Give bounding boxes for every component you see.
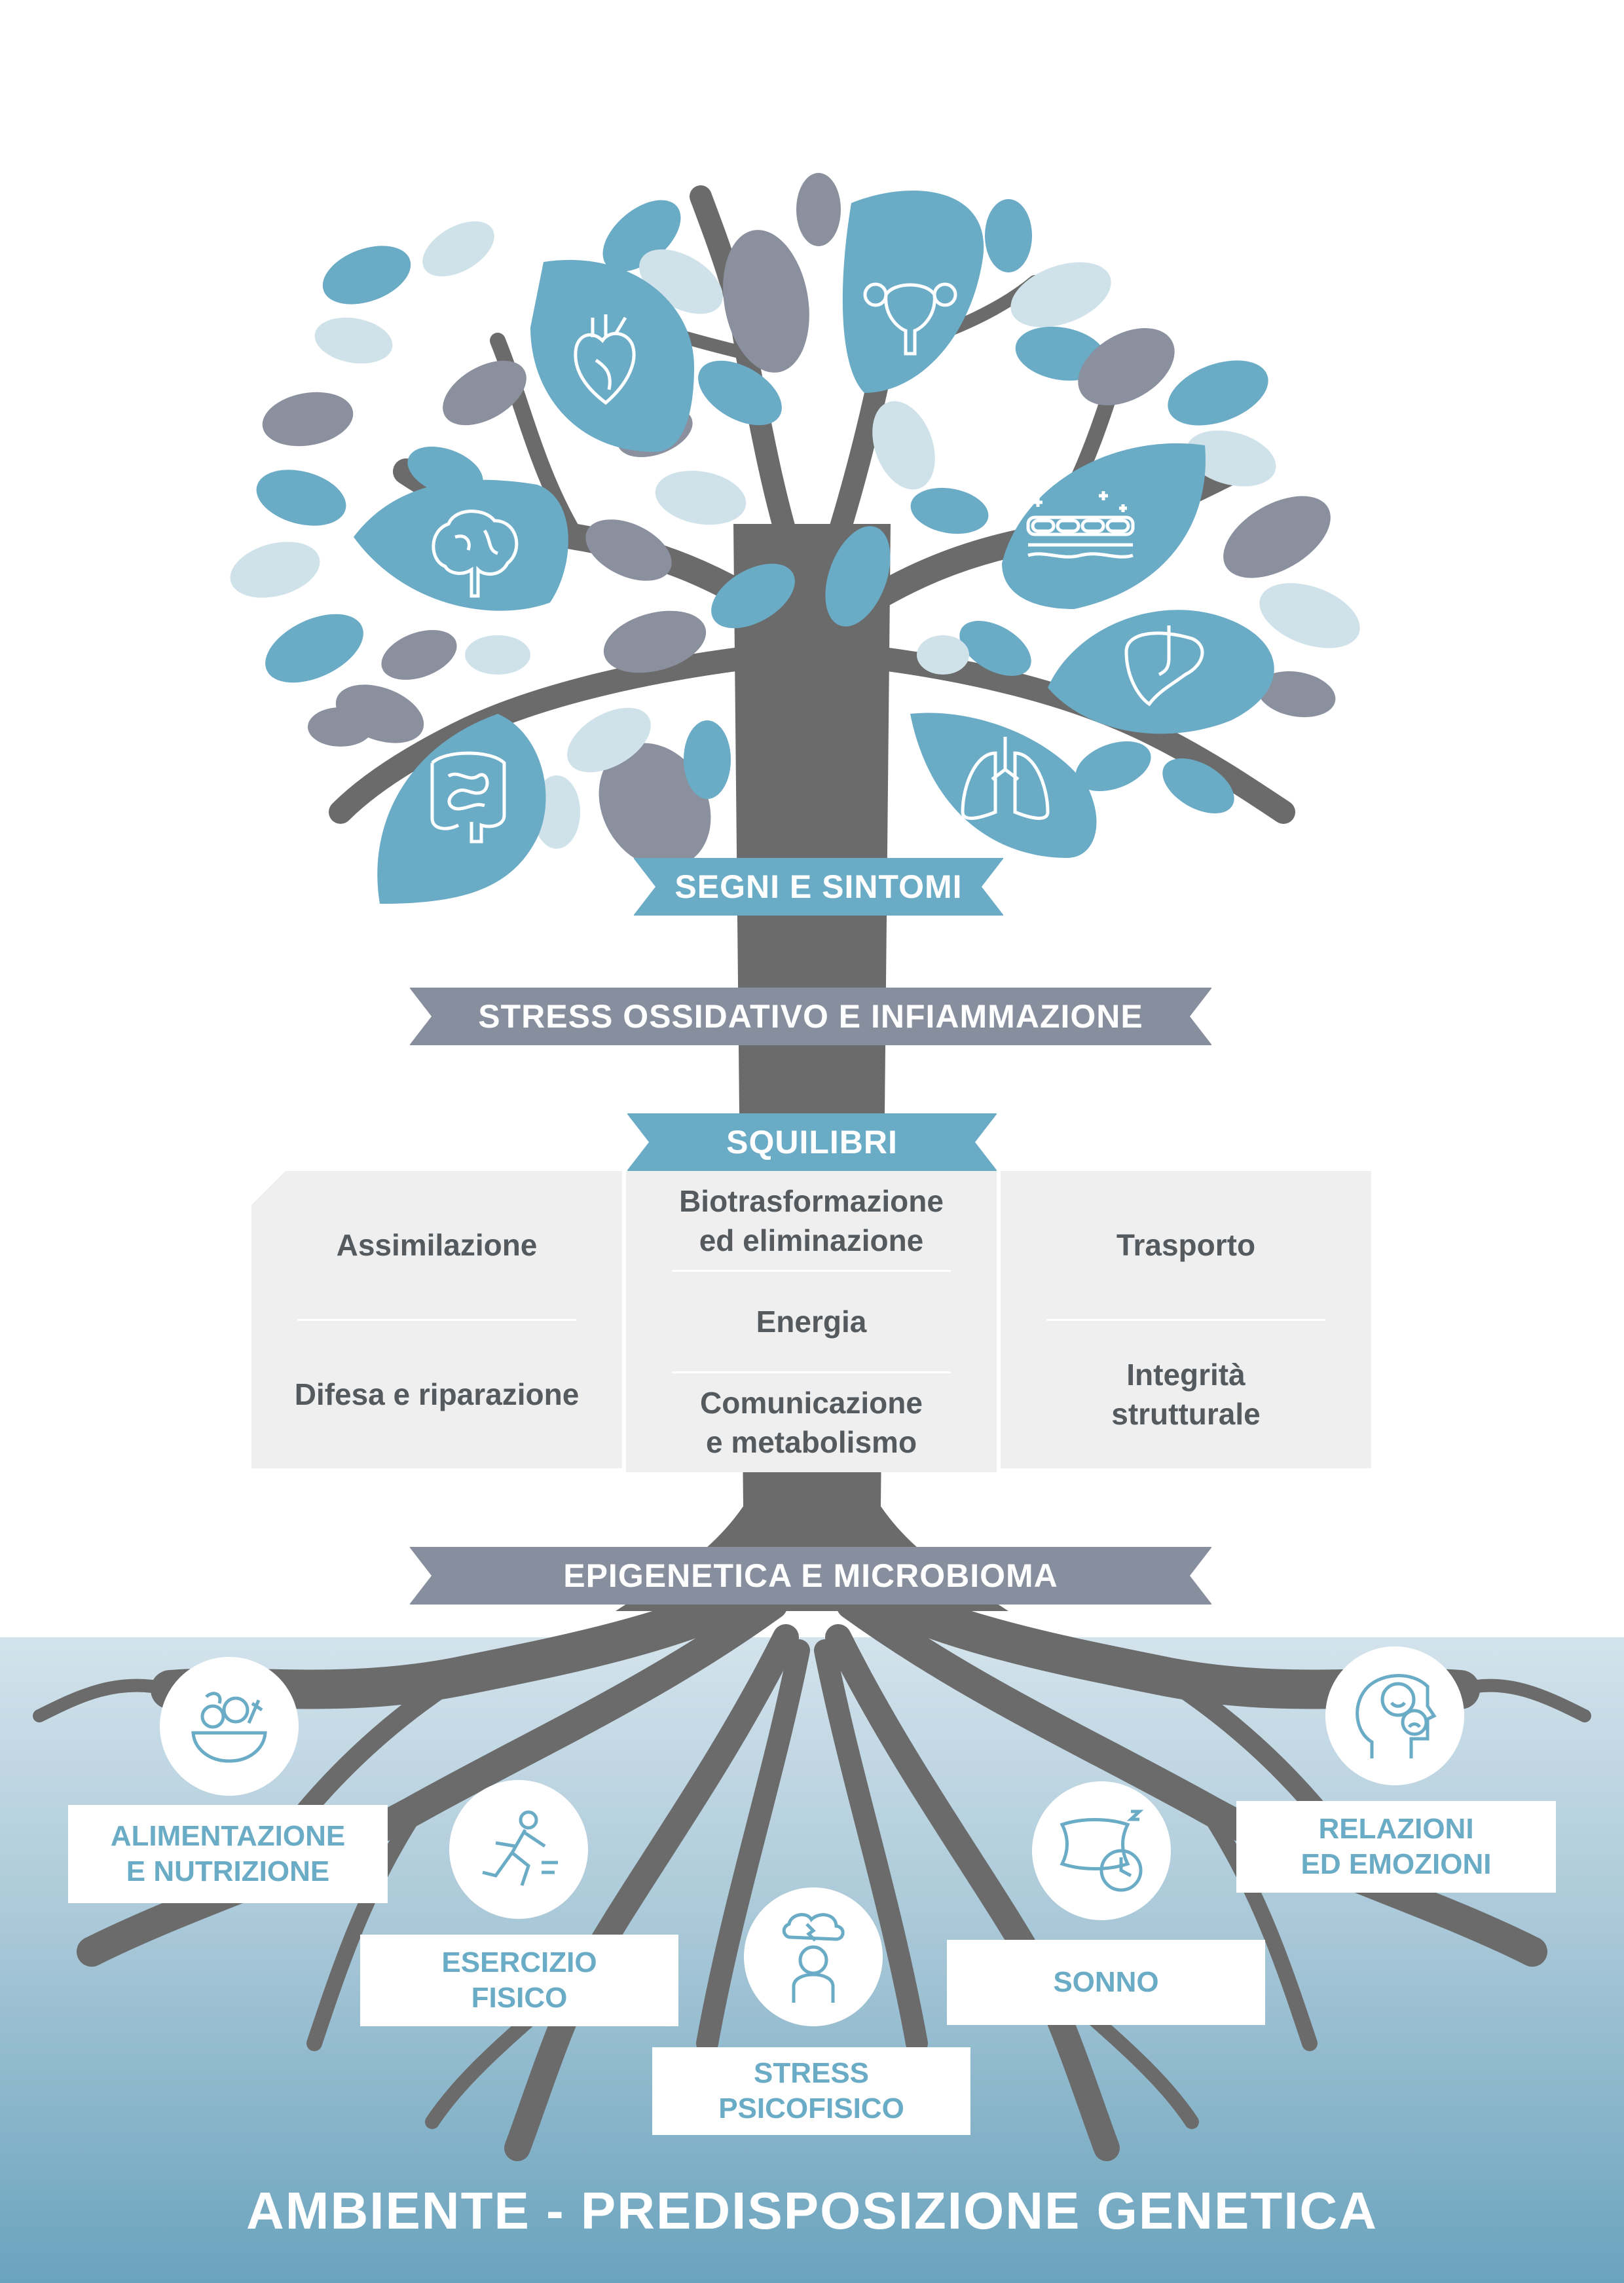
running-person-icon (449, 1780, 588, 1919)
squilibri-item: Difesa e riparazione (294, 1377, 580, 1412)
banner-squilibri: SQUILIBRI (627, 1113, 997, 1171)
banner-epigenetica-label: EPIGENETICA E MICROBIOMA (563, 1557, 1058, 1594)
factor-relazioni: RELAZIONI ED EMOZIONI (1236, 1801, 1556, 1893)
divider (297, 1318, 576, 1321)
divider (672, 1371, 951, 1373)
tree-trunk (616, 524, 1008, 1611)
heart-icon (566, 311, 645, 413)
squilibri-panel-middle: Biotrasformazione ed eliminazione Energi… (626, 1171, 997, 1472)
banner-segni-e-sintomi: SEGNI E SINTOMI (633, 858, 1004, 916)
panel-folded-corner (251, 1171, 286, 1205)
banner-squilibri-label: SQUILIBRI (726, 1124, 898, 1160)
squilibri-item: Trasporto (1116, 1227, 1256, 1262)
factor-stress: STRESS PSICOFISICO (652, 2047, 970, 2135)
brain-icon (426, 504, 524, 606)
divider (1046, 1318, 1325, 1321)
pillow-clock-icon (1032, 1781, 1171, 1920)
lungs-icon (956, 733, 1054, 828)
emotions-head-icon (1325, 1646, 1464, 1785)
factor-esercizio: ESERCIZIO FISICO (360, 1935, 678, 2026)
tree-leaves (230, 173, 1360, 904)
divider (672, 1270, 951, 1272)
liver-icon (1120, 619, 1211, 714)
skin-icon (1025, 485, 1136, 566)
factor-sonno: SONNO (947, 1940, 1265, 2025)
banner-epigenetica: EPIGENETICA E MICROBIOMA (409, 1547, 1212, 1605)
squilibri-panel-right: Trasporto Integrità strutturale (1001, 1171, 1371, 1468)
stressed-person-icon (744, 1887, 883, 2026)
banner-stress-label: STRESS OSSIDATIVO E INFIAMMAZIONE (478, 998, 1143, 1035)
squilibri-item: Energia (756, 1304, 867, 1339)
squilibri-item: Biotrasformazione ed eliminazione (679, 1183, 944, 1257)
squilibri-item: Integrità strutturale (1111, 1358, 1261, 1432)
squilibri-item: Comunicazione e metabolismo (700, 1386, 923, 1460)
banner-segni-label: SEGNI E SINTOMI (674, 868, 963, 905)
factor-alimentazione: ALIMENTAZIONE E NUTRIZIONE (68, 1805, 388, 1903)
uterus-icon (861, 269, 959, 363)
squilibri-panel-left: Assimilazione Difesa e riparazione (251, 1171, 622, 1468)
food-bowl-icon (160, 1657, 299, 1796)
squilibri-item: Assimilazione (336, 1227, 538, 1262)
intestine-icon (419, 743, 517, 851)
footer-title: AMBIENTE - PREDISPOSIZIONE GENETICA (246, 2181, 1378, 2240)
banner-stress-ossidativo: STRESS OSSIDATIVO E INFIAMMAZIONE (409, 988, 1212, 1045)
tree-roots (33, 1539, 1591, 2161)
